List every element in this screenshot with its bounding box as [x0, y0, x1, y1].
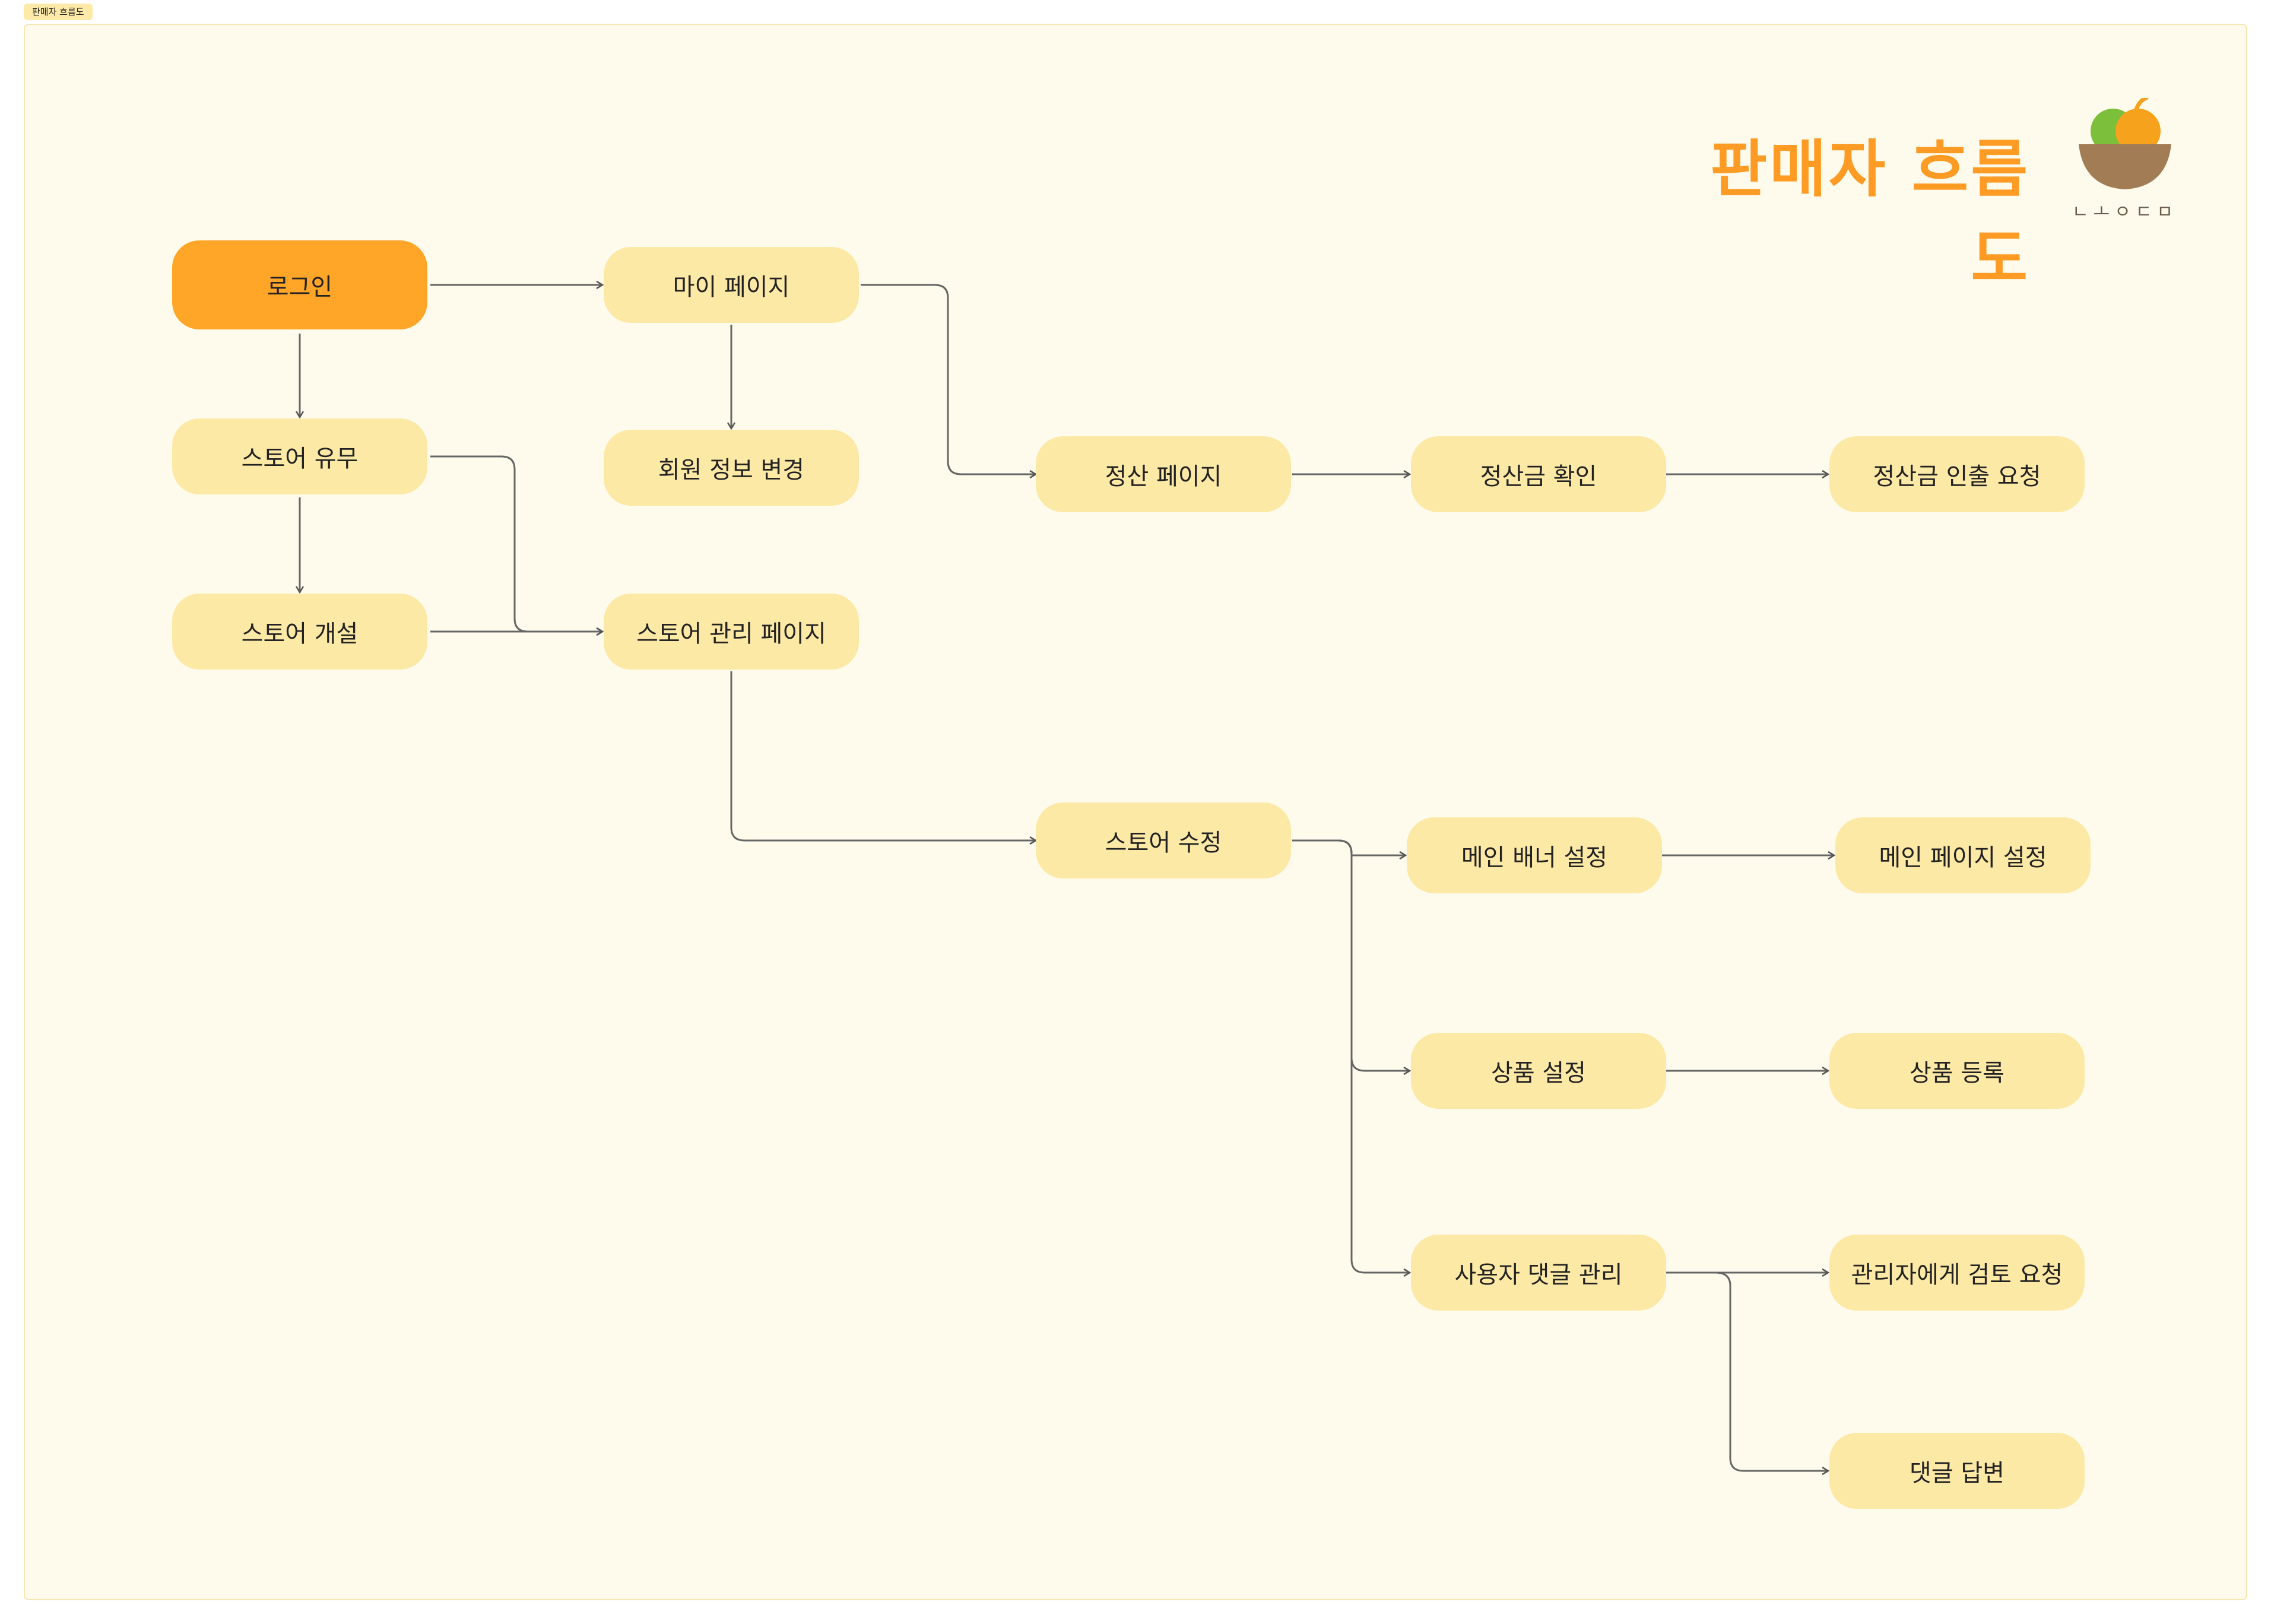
node-label: 메인 페이지 설정: [1879, 844, 2047, 871]
node-main-page[interactable]: 메인 페이지 설정: [1835, 817, 2091, 893]
edge-exists-manage: [430, 455, 604, 636]
node-label: 스토어 유무: [241, 445, 359, 472]
edge-comment-reply: [1715, 1271, 1830, 1476]
edge-mypage-settlement: [861, 284, 1038, 479]
node-settlement-page[interactable]: 정산 페이지: [1036, 436, 1291, 512]
node-member-edit[interactable]: 회원 정보 변경: [604, 430, 859, 506]
node-label: 상품 등록: [1910, 1060, 2004, 1087]
node-label: 회원 정보 변경: [658, 456, 805, 484]
node-label: 상품 설정: [1491, 1060, 1586, 1087]
node-store-edit[interactable]: 스토어 수정: [1036, 803, 1291, 878]
node-label: 로그인: [267, 274, 333, 301]
fruit-basket-logo: [2079, 98, 2171, 189]
node-label: 정산금 인출 요청: [1873, 463, 2041, 490]
node-withdraw-request[interactable]: 정산금 인출 요청: [1829, 436, 2085, 512]
node-label: 사용자 댓글 관리: [1454, 1261, 1623, 1289]
node-store-manage[interactable]: 스토어 관리 페이지: [604, 594, 859, 670]
diagram-title: 판매자 흐름도: [1710, 133, 2030, 295]
node-label: 정산 페이지: [1105, 463, 1222, 490]
node-store-exists[interactable]: 스토어 유무: [172, 418, 427, 494]
node-label: 스토어 개설: [241, 620, 359, 648]
node-label: 마이 페이지: [673, 274, 790, 301]
node-label: 스토어 수정: [1105, 829, 1222, 857]
node-settlement-check[interactable]: 정산금 확인: [1411, 436, 1666, 512]
node-label: 정산금 확인: [1480, 463, 1597, 490]
frame-tag: 판매자 흐름도: [24, 4, 93, 20]
node-store-open[interactable]: 스토어 개설: [172, 594, 427, 670]
node-admin-review[interactable]: 관리자에게 검토 요청: [1829, 1235, 2085, 1311]
logo-wordmark: ㄴㅗㅇㄷㅁ: [2072, 202, 2178, 223]
edge-edit-comment: [1338, 839, 1412, 1277]
edge-edit-product: [1338, 839, 1412, 1076]
node-my-page[interactable]: 마이 페이지: [604, 247, 859, 323]
node-product-settings[interactable]: 상품 설정: [1411, 1033, 1666, 1109]
node-comment-reply[interactable]: 댓글 답변: [1829, 1433, 2085, 1509]
edge-edit-banner: [1292, 839, 1407, 860]
node-label: 댓글 답변: [1910, 1460, 2004, 1487]
node-comment-manage[interactable]: 사용자 댓글 관리: [1411, 1235, 1666, 1311]
node-product-register[interactable]: 상품 등록: [1829, 1033, 2085, 1109]
node-label: 메인 배너 설정: [1461, 844, 1608, 871]
node-login[interactable]: 로그인: [172, 240, 427, 329]
node-main-banner[interactable]: 메인 배너 설정: [1407, 817, 1662, 893]
node-label: 관리자에게 검토 요청: [1851, 1261, 2063, 1289]
node-label: 스토어 관리 페이지: [636, 620, 826, 648]
edge-manage-edit: [730, 671, 1038, 845]
